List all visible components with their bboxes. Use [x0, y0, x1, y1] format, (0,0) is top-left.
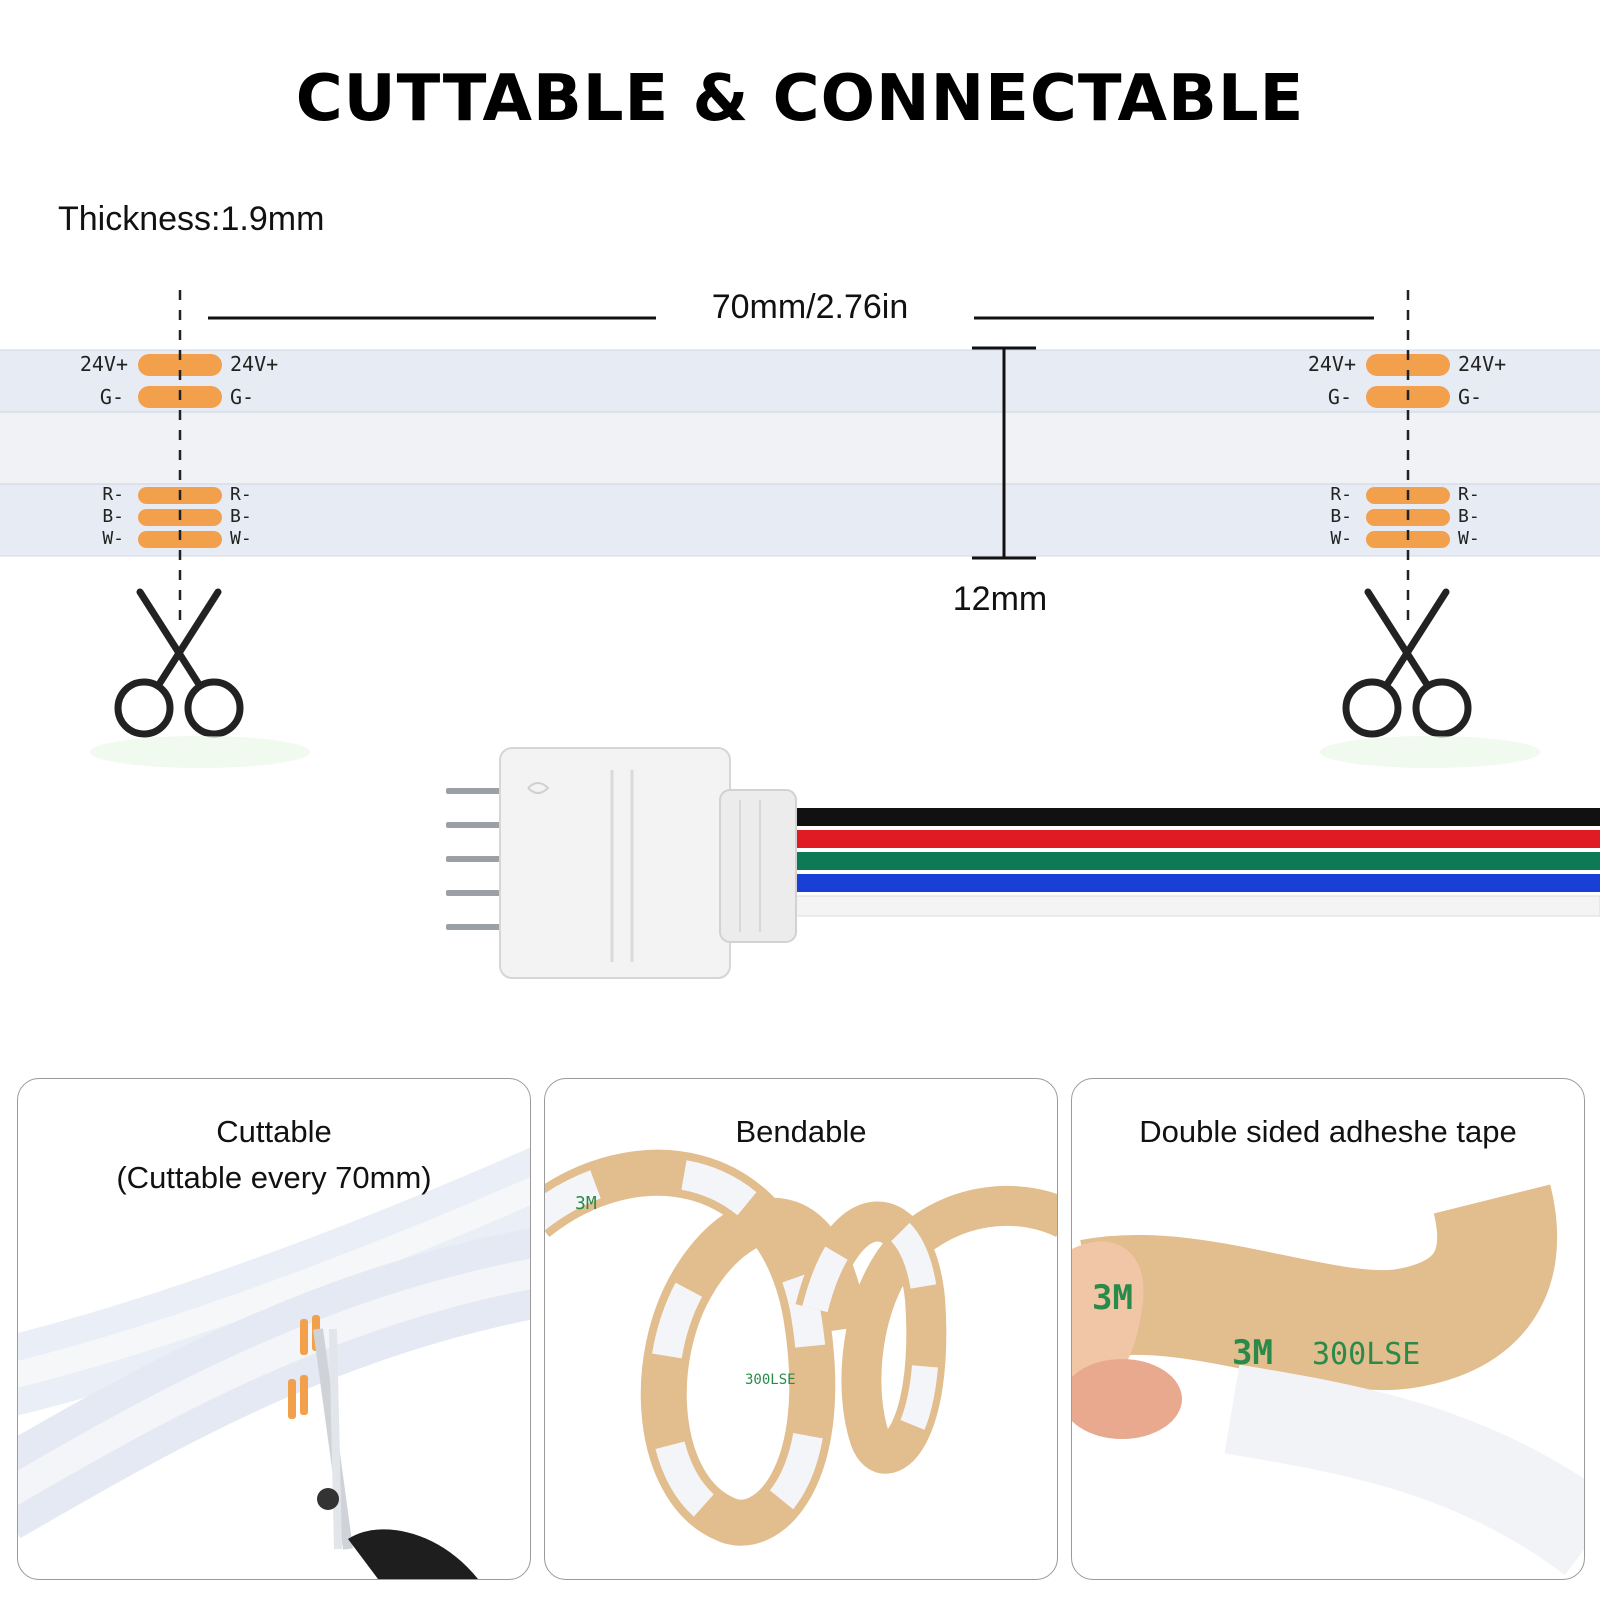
- tape-print: 3M: [1092, 1278, 1133, 1318]
- pad-label: 24V+: [1458, 352, 1506, 376]
- pad-group-left: 24V+ 24V+ G- G- R- R- B- B- W- W-: [80, 290, 278, 630]
- panel-title: Double sided adheshe tape: [1139, 1114, 1517, 1149]
- pad-label: 24V+: [230, 352, 278, 376]
- pad-label: R-: [1458, 484, 1480, 505]
- pad-label: W-: [1330, 528, 1352, 549]
- wire: [790, 874, 1600, 892]
- wire: [790, 808, 1600, 826]
- pad-label: G-: [100, 385, 124, 409]
- width-dimension: [972, 346, 1036, 560]
- led-strip: [0, 349, 1600, 557]
- pad-label: W-: [102, 528, 124, 549]
- tape-print: 300LSE: [1312, 1337, 1420, 1372]
- pad-label: 24V+: [1308, 352, 1356, 376]
- segment-length-label: 70mm/2.76in: [711, 288, 909, 326]
- solder-pad: [138, 354, 222, 376]
- panel-cuttable: Cuttable (Cuttable every 70mm): [17, 1078, 531, 1580]
- thickness-label: Thickness:1.9mm: [58, 200, 325, 238]
- pad-label: B-: [1330, 506, 1352, 527]
- connector-cable: [446, 747, 1600, 979]
- pad-group-right: 24V+ 24V+ G- G- R- R- B- B- W- W-: [1308, 290, 1506, 630]
- tape-print: 3M: [1232, 1333, 1273, 1373]
- adhesive-tape-photo: 3M 3M 300LSE: [1072, 1184, 1584, 1576]
- pad-label: 24V+: [80, 352, 128, 376]
- pad-label: G-: [1458, 385, 1482, 409]
- pad-label: G-: [1328, 385, 1352, 409]
- width-label: 12mm: [952, 580, 1048, 618]
- strip-diagram: 24V+ 24V+ G- G- R- R- B- B- W- W- 24V+ 2…: [0, 290, 1600, 979]
- pad-label: R-: [230, 484, 252, 505]
- solder-pad: [1366, 354, 1450, 376]
- panel-title: Bendable: [735, 1114, 867, 1149]
- panel-title: Cuttable: [216, 1114, 332, 1149]
- tape-print: 300LSE: [745, 1372, 796, 1388]
- panel-bendable: 3M 300LSE Bendable: [544, 1078, 1058, 1580]
- wire: [790, 852, 1600, 870]
- scissors-icon: [114, 588, 244, 738]
- pad-label: W-: [230, 528, 252, 549]
- tape-print: 3M: [575, 1193, 597, 1214]
- panel-adhesive-tape: 3M 3M 300LSE Double sided adheshe tape: [1071, 1078, 1585, 1580]
- wire: [790, 830, 1600, 848]
- pad-label: B-: [1458, 506, 1480, 527]
- pad-label: B-: [230, 506, 252, 527]
- pad-label: G-: [230, 385, 254, 409]
- wire: [789, 895, 1600, 917]
- pad-label: B-: [102, 506, 124, 527]
- page-title: CUTTABLE & CONNECTABLE: [295, 62, 1305, 136]
- pad-label: R-: [1330, 484, 1352, 505]
- pad-label: W-: [1458, 528, 1480, 549]
- cuttable-photo: [18, 1147, 530, 1579]
- bendable-photo: 3M 300LSE: [545, 1149, 1057, 1546]
- scissors-icon: [1342, 588, 1472, 738]
- panel-subtitle: (Cuttable every 70mm): [116, 1160, 432, 1195]
- pad-label: R-: [102, 484, 124, 505]
